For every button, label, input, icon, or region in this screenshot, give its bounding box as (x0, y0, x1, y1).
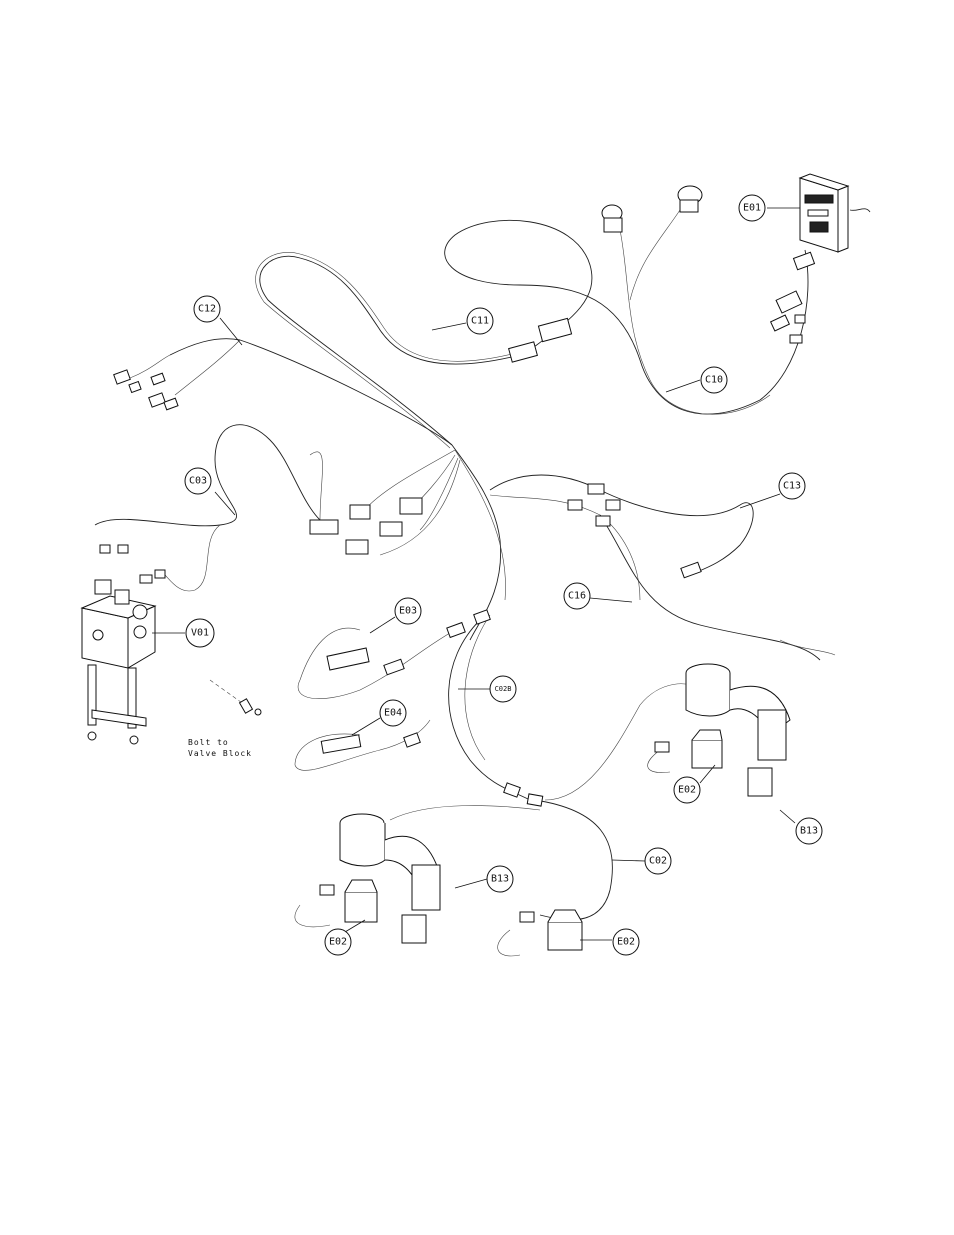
svg-text:C02: C02 (649, 856, 667, 867)
svg-text:E01: E01 (743, 203, 761, 214)
svg-text:C03: C03 (189, 476, 207, 487)
callout-c02b: C02B (490, 676, 516, 702)
callout-c12: C12 (194, 296, 220, 322)
callout-c16: C16 (564, 583, 590, 609)
svg-text:B13: B13 (800, 826, 818, 837)
callout-c10: C10 (701, 367, 727, 393)
callout-e04: E04 (380, 700, 406, 726)
svg-text:E03: E03 (399, 606, 417, 617)
svg-text:E02: E02 (678, 785, 696, 796)
c13-connectors (568, 484, 701, 578)
bolt-note: Bolt to Valve Block (188, 738, 252, 758)
svg-text:Valve Block: Valve Block (188, 749, 252, 758)
svg-text:E02: E02 (329, 937, 347, 948)
svg-text:E02: E02 (617, 937, 635, 948)
cable-c02b (449, 620, 530, 800)
svg-text:C16: C16 (568, 591, 586, 602)
cable-c11 (260, 256, 520, 445)
c02b-connectors (504, 783, 543, 806)
callout-e01: E01 (739, 195, 765, 221)
callout-c03: C03 (185, 468, 211, 494)
right-sensor-assembly (655, 664, 790, 796)
callout-b13-right: B13 (796, 818, 822, 844)
cable-c02 (535, 800, 612, 920)
control-module-e01 (771, 174, 870, 343)
callout-e02-center: E02 (613, 929, 639, 955)
callout-c13: C13 (779, 473, 805, 499)
svg-text:E04: E04 (384, 708, 402, 719)
callout-v01: V01 (186, 619, 214, 647)
cable-c10 (445, 220, 808, 414)
svg-text:Bolt to: Bolt to (188, 738, 229, 747)
svg-text:C02B: C02B (495, 685, 512, 693)
center-rect-connectors (310, 498, 422, 554)
svg-text:C12: C12 (198, 304, 216, 315)
cable-c12 (170, 339, 452, 445)
cable-c16 (600, 515, 820, 660)
callout-e03: E03 (395, 598, 421, 624)
left-sensor-assembly (320, 814, 440, 943)
callout-b13-left: B13 (487, 866, 513, 892)
valve-block-v01 (82, 545, 165, 744)
cable-e03 (298, 628, 455, 699)
svg-text:B13: B13 (491, 874, 509, 885)
main-trunk (452, 445, 501, 640)
svg-text:C10: C10 (705, 375, 723, 386)
callout-c02: C02 (645, 848, 671, 874)
mount-bolt (240, 699, 261, 715)
sensor-e04 (321, 733, 420, 753)
svg-text:C11: C11 (471, 316, 489, 327)
svg-text:V01: V01 (191, 628, 209, 639)
c10-round-connectors (602, 186, 702, 232)
callout-e02-right: E02 (674, 777, 700, 803)
c11-round-connectors (509, 318, 572, 362)
center-sensor-e02 (520, 910, 582, 950)
c12-connectors (114, 370, 178, 410)
callout-c11: C11 (467, 308, 493, 334)
callout-e02-left: E02 (325, 929, 351, 955)
svg-text:C13: C13 (783, 481, 801, 492)
cable-c13 (490, 475, 753, 575)
